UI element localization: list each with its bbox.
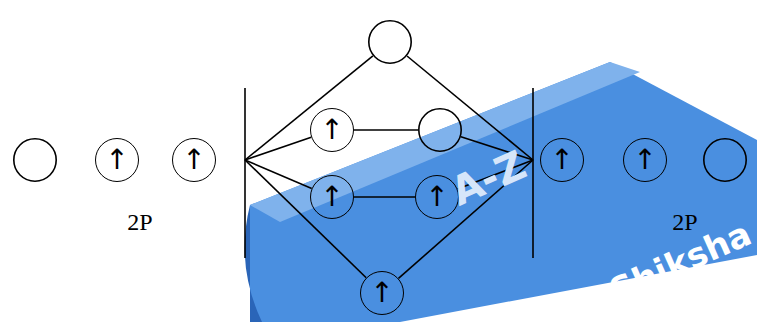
electron-arrow: ↑ bbox=[425, 183, 448, 211]
electron-orbital: ↑ bbox=[310, 175, 354, 219]
right-bar bbox=[532, 88, 534, 258]
electron-arrow: ↑ bbox=[633, 146, 656, 174]
electron-orbital: ↑ bbox=[540, 138, 584, 182]
degenerate-link bbox=[354, 129, 418, 131]
electron-arrow: ↑ bbox=[370, 279, 393, 307]
book-edge bbox=[250, 62, 640, 222]
orbital-label: 2P bbox=[127, 210, 152, 234]
correlation-line bbox=[245, 56, 373, 160]
electron-arrow: ↑ bbox=[550, 146, 573, 174]
electron-arrow: ↑ bbox=[320, 183, 343, 211]
book-cover bbox=[250, 62, 757, 322]
empty-orbital bbox=[14, 139, 56, 181]
electron-arrow: ↑ bbox=[182, 146, 205, 174]
correlation-line bbox=[245, 137, 311, 160]
book-spine bbox=[245, 205, 262, 322]
electron-orbital: ↑ bbox=[310, 108, 354, 152]
electron-orbital: ↑ bbox=[623, 138, 667, 182]
degenerate-link bbox=[354, 196, 415, 198]
electron-orbital: ↑ bbox=[95, 138, 139, 182]
electron-arrow: ↑ bbox=[320, 116, 343, 144]
electron-orbital: ↑ bbox=[172, 138, 216, 182]
empty-orbital bbox=[369, 21, 411, 63]
electron-orbital: ↑ bbox=[360, 271, 404, 315]
electron-arrow: ↑ bbox=[105, 146, 128, 174]
left-bar bbox=[244, 88, 246, 258]
orbital-label: 2P bbox=[672, 210, 697, 234]
correlation-line bbox=[245, 160, 366, 278]
empty-orbital bbox=[419, 109, 461, 151]
correlation-line bbox=[245, 160, 312, 188]
empty-orbital bbox=[704, 139, 746, 181]
